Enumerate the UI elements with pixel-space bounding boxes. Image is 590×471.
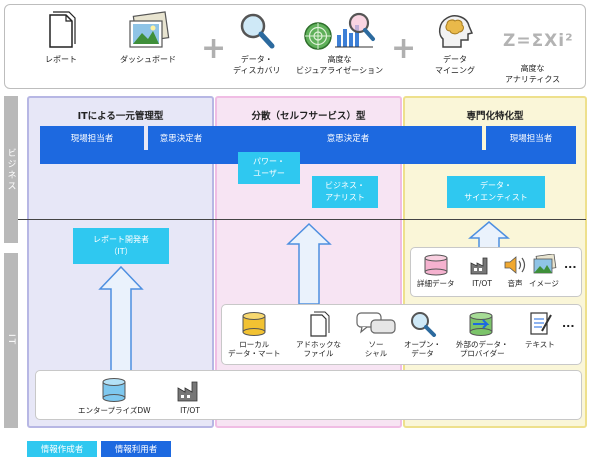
tool-label: レポート (45, 55, 77, 64)
arrow-up-specialized (468, 221, 510, 249)
more-sources-indicator: ... (562, 317, 575, 330)
database-yellow-icon (240, 311, 268, 337)
legend-information-creator: 情報作成者 (27, 441, 97, 457)
tool-label: ダッシュボード (120, 55, 176, 64)
database-blue-icon (100, 377, 128, 403)
tool-data-mining: データ マイニング (435, 11, 475, 76)
source-text: テキスト (525, 311, 555, 349)
business-label-text: ビジネス (5, 147, 16, 192)
notebook-pen-icon (526, 311, 554, 337)
business-it-divider (18, 219, 586, 220)
source-label: 音声 (507, 279, 523, 288)
tool-label: データ・ ディスカバリ (233, 55, 281, 75)
source-label: IT/OT (180, 406, 200, 415)
bar-field-staff-right: 現場担当者 (486, 126, 576, 150)
it-label-text: IT (6, 334, 16, 347)
analytics-tool-bar: レポート ダッシュボード + データ・ ディスカバリ (4, 4, 586, 89)
tool-label: 高度な ビジュアライゼーション (296, 55, 384, 75)
picture-icon (531, 254, 557, 276)
document-icon (305, 311, 333, 337)
column-title: 専門化特化型 (466, 111, 524, 122)
tool-label: データ マイニング (435, 55, 475, 75)
arrow-up-centralized (98, 265, 144, 372)
panel-specialized-data: 詳細データ IT/OT 音声 イメ (410, 247, 582, 297)
source-label: エンタープライズDW (78, 406, 151, 415)
source-label: イメージ (529, 279, 559, 288)
source-it-ot: IT/OT (469, 254, 495, 288)
column-title: 分散（セルフサービス）型 (251, 111, 366, 122)
source-label: 詳細データ (417, 279, 455, 288)
source-label: アドホックな ファイル (296, 340, 341, 358)
bar-label: 意思決定者 (326, 134, 370, 144)
bar-decision-maker-middle: 意思決定者 (214, 126, 482, 150)
business-side-label: ビジネス (4, 96, 18, 243)
bar-chart-magnifier-icon (333, 11, 377, 51)
bar-field-staff-left: 現場担当者 (40, 126, 144, 150)
source-local-datamart: ローカル データ・マート (228, 311, 281, 358)
bar-label: 現場担当者 (509, 134, 553, 144)
legend-label: 情報利用者 (114, 445, 158, 455)
factory-icon (469, 254, 495, 276)
source-external-provider: 外部のデータ・ プロバイダー (456, 311, 509, 358)
legend-label: 情報作成者 (40, 445, 84, 455)
magnifier-icon (237, 11, 277, 51)
source-label: IT/OT (472, 279, 492, 288)
source-label: テキスト (525, 340, 555, 349)
plus-icon: + (391, 31, 417, 66)
source-image: イメージ (529, 254, 559, 288)
role-data-scientist: データ・ サイエンティスト (447, 176, 545, 208)
tool-dashboard: ダッシュボード (120, 11, 176, 65)
role-report-developer: レポート開発者 （IT） (73, 228, 169, 264)
column-title: ITによる一元管理型 (77, 111, 164, 122)
bar-business-band (40, 150, 576, 164)
role-business-analyst: ビジネス・ アナリスト (312, 176, 378, 208)
plus-icon: + (201, 31, 227, 66)
source-social: ソー シャル (356, 311, 396, 358)
chat-bubbles-icon (356, 311, 396, 337)
document-icon (41, 11, 81, 51)
role-power-user: パワー・ ユーザー (238, 152, 300, 184)
database-pink-icon (423, 254, 449, 276)
tool-advanced-visualization: 高度な ビジュアライゼーション (296, 11, 383, 76)
bar-label: 意思決定者 (159, 134, 203, 144)
factory-icon (176, 377, 204, 403)
source-enterprise-dw: エンタープライズDW (78, 377, 151, 415)
it-side-label: IT (4, 253, 18, 428)
source-label: オープン・ データ (404, 340, 442, 358)
tool-advanced-analytics: 高度な アナリティクス (505, 60, 560, 85)
source-audio: 音声 (503, 254, 527, 288)
formula-icon: Z=ΣXi² (503, 31, 574, 51)
tool-data-discovery: データ・ ディスカバリ (233, 11, 280, 76)
source-label: ローカル データ・マート (228, 340, 281, 358)
magnifier-icon (409, 311, 437, 337)
speaker-icon (503, 254, 527, 276)
source-open-data: オープン・ データ (404, 311, 441, 358)
more-sources-indicator: ... (564, 258, 577, 271)
landscape-photo-icon (125, 11, 171, 51)
bar-label: 現場担当者 (70, 134, 114, 144)
tool-report: レポート (41, 11, 81, 65)
source-label: ソー シャル (364, 340, 388, 358)
arrow-up-distributed (286, 222, 332, 305)
head-brain-icon (435, 11, 475, 51)
tool-label: 高度な アナリティクス (505, 64, 561, 84)
source-it-ot-enterprise: IT/OT (176, 377, 204, 415)
panel-distributed-data: ローカル データ・マート アドホックな ファイル ソー シャル オープ (221, 304, 582, 365)
radar-icon (303, 21, 333, 51)
source-label: 外部のデータ・ プロバイダー (456, 340, 509, 358)
legend-information-user: 情報利用者 (101, 441, 171, 457)
data-import-icon (467, 311, 497, 337)
source-detail-data: 詳細データ (417, 254, 455, 288)
panel-enterprise-data: エンタープライズDW IT/OT (35, 370, 582, 420)
source-adhoc-file: アドホックな ファイル (296, 311, 341, 358)
bar-decision-maker-left: 意思決定者 (148, 126, 214, 150)
